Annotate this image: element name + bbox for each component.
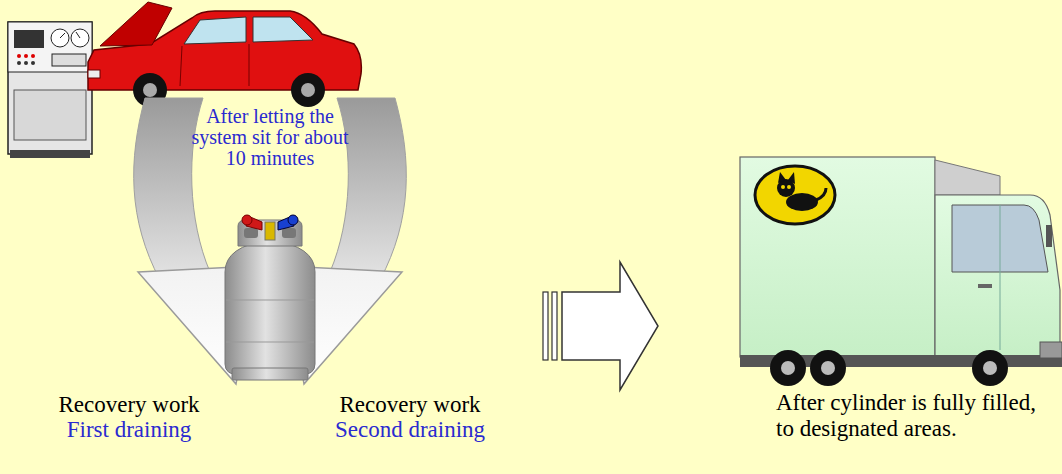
cat-tail [816, 188, 826, 200]
wheel [810, 350, 846, 386]
recovery-machine [8, 22, 92, 158]
gauge-needle [76, 32, 80, 38]
bumper [1040, 342, 1062, 358]
wheel-hub [143, 83, 157, 97]
cylinder-foot [232, 368, 308, 380]
cat-eye [787, 185, 791, 189]
valve-stem [265, 222, 275, 240]
step-label: Recovery work [29, 392, 229, 417]
machine-lamp [24, 54, 28, 58]
delivery-truck [740, 157, 1062, 386]
curved-arrow-body [134, 98, 210, 280]
gas-cylinder [225, 215, 315, 380]
car-window [184, 17, 246, 44]
step-label: Second draining [310, 417, 510, 442]
machine-switch [52, 54, 86, 66]
machine-button [31, 61, 35, 65]
machine-body [8, 22, 92, 154]
open-hood [100, 2, 172, 46]
wheel-hub [821, 361, 835, 375]
gauge-needle [60, 33, 65, 38]
cylinder-seam [226, 300, 314, 301]
wheel-hub [983, 361, 997, 375]
machine-base [10, 150, 90, 158]
wheel-hub [781, 361, 795, 375]
door-line [249, 44, 250, 86]
cylinder-body [225, 240, 315, 375]
step-label: Recovery work [310, 392, 510, 417]
wheel [972, 350, 1008, 386]
arrow-bar [552, 292, 557, 360]
wheel-hub [301, 83, 315, 97]
cargo-box [740, 157, 935, 357]
headlight [88, 70, 100, 78]
cat-ear [788, 172, 795, 184]
ring-hole [282, 228, 296, 238]
shipping-note: After cylinder is fully filled, to desig… [776, 390, 1048, 442]
ring-hole [244, 228, 258, 238]
arrow-bar [543, 292, 548, 360]
machine-cabinet [14, 90, 86, 140]
wheel [770, 350, 806, 386]
door-line [1000, 205, 1001, 350]
cat-eye [781, 185, 785, 189]
truck-cab [935, 195, 1060, 357]
car [88, 2, 361, 107]
block-arrow [562, 262, 658, 390]
wind-deflector [935, 160, 1000, 195]
car-window [253, 17, 313, 42]
logo-oval [755, 166, 835, 224]
step-label: First draining [29, 417, 229, 442]
machine-panel [8, 22, 92, 72]
blue-knob [288, 215, 298, 225]
wheel [291, 73, 325, 107]
cat-body [786, 193, 818, 211]
machine-lamp [31, 54, 35, 58]
wait-note: After letting the system sit for about 1… [180, 106, 360, 169]
door-handle [978, 284, 992, 288]
machine-button [17, 61, 21, 65]
machine-button [24, 61, 28, 65]
door-line [180, 46, 182, 86]
machine-lamp [17, 54, 21, 58]
curved-arrow-body [330, 98, 406, 280]
cylinder-seam [226, 342, 314, 343]
pressure-gauge [71, 29, 89, 47]
red-knob [242, 215, 252, 225]
mirror [1046, 225, 1052, 247]
machine-display [14, 30, 44, 48]
pressure-gauge [51, 29, 69, 47]
cat-ear [778, 172, 786, 183]
